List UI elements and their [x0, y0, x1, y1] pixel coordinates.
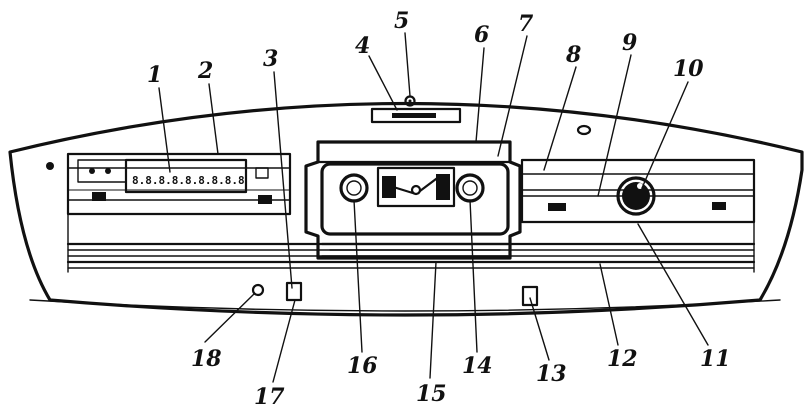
- callout-18: 18: [191, 346, 222, 372]
- top-screw-center: [408, 99, 412, 103]
- panel-inner-edge: [29, 299, 781, 312]
- top-latch-slot: [392, 113, 436, 118]
- callout-13: 13: [536, 361, 567, 387]
- center-module-frame: [304, 140, 522, 260]
- left-button: [105, 168, 111, 174]
- leader-lines: [158, 32, 709, 383]
- knob-left: [339, 173, 369, 203]
- top-latch: [370, 107, 462, 124]
- knob-left-inner: [346, 180, 362, 196]
- left-clip-a: [92, 192, 106, 201]
- bottom-clip-right: [521, 285, 539, 307]
- callout-10: 10: [673, 56, 704, 82]
- left-clip-b: [258, 195, 272, 204]
- callout-8: 8: [565, 42, 581, 68]
- cassette-block-right: [436, 174, 450, 200]
- callout-7: 7: [518, 11, 534, 37]
- callout-3: 3: [263, 46, 278, 72]
- callout-4: 4: [355, 33, 370, 59]
- callout-17: 17: [254, 384, 285, 408]
- right-module: [520, 158, 756, 224]
- volume-knob-face: [622, 182, 650, 210]
- callout-5: 5: [394, 8, 409, 34]
- cassette-block-left: [382, 176, 396, 198]
- callout-14: 14: [462, 353, 493, 379]
- display-glyphs: 8.8.8.8.8.8.8.8.8: [132, 174, 245, 187]
- callout-labels: 1 2 3 4 5 6 7 8 9 10 11 12 13 14 15 16 1…: [147, 8, 731, 408]
- bottom-screw-left: [251, 283, 265, 297]
- cassette-window: [320, 162, 510, 236]
- callout-1: 1: [147, 62, 162, 88]
- callout-12: 12: [607, 346, 638, 372]
- mounting-hole-left: [46, 162, 54, 170]
- panel-outline: [8, 101, 804, 317]
- cassette-display: [376, 166, 456, 208]
- left-indicator: [255, 167, 269, 179]
- mounting-hole-right: [576, 124, 592, 136]
- knob-right: [455, 173, 485, 203]
- left-button: [89, 168, 95, 174]
- right-clip: [712, 202, 726, 210]
- callout-9: 9: [622, 30, 637, 56]
- callout-2: 2: [197, 58, 213, 84]
- callout-11: 11: [700, 346, 731, 372]
- right-slider: [548, 203, 566, 211]
- callout-15: 15: [416, 381, 447, 407]
- left-buttons-box: [77, 159, 127, 183]
- callout-6: 6: [474, 22, 489, 48]
- bottom-clip-left: [285, 281, 303, 302]
- cassette-needle-pivot: [410, 184, 422, 196]
- center-module-top: [316, 140, 512, 164]
- volume-knob: [616, 176, 656, 216]
- left-module: [66, 152, 292, 216]
- callout-16: 16: [347, 353, 378, 379]
- display-window: [124, 158, 248, 194]
- knob-right-inner: [462, 180, 478, 196]
